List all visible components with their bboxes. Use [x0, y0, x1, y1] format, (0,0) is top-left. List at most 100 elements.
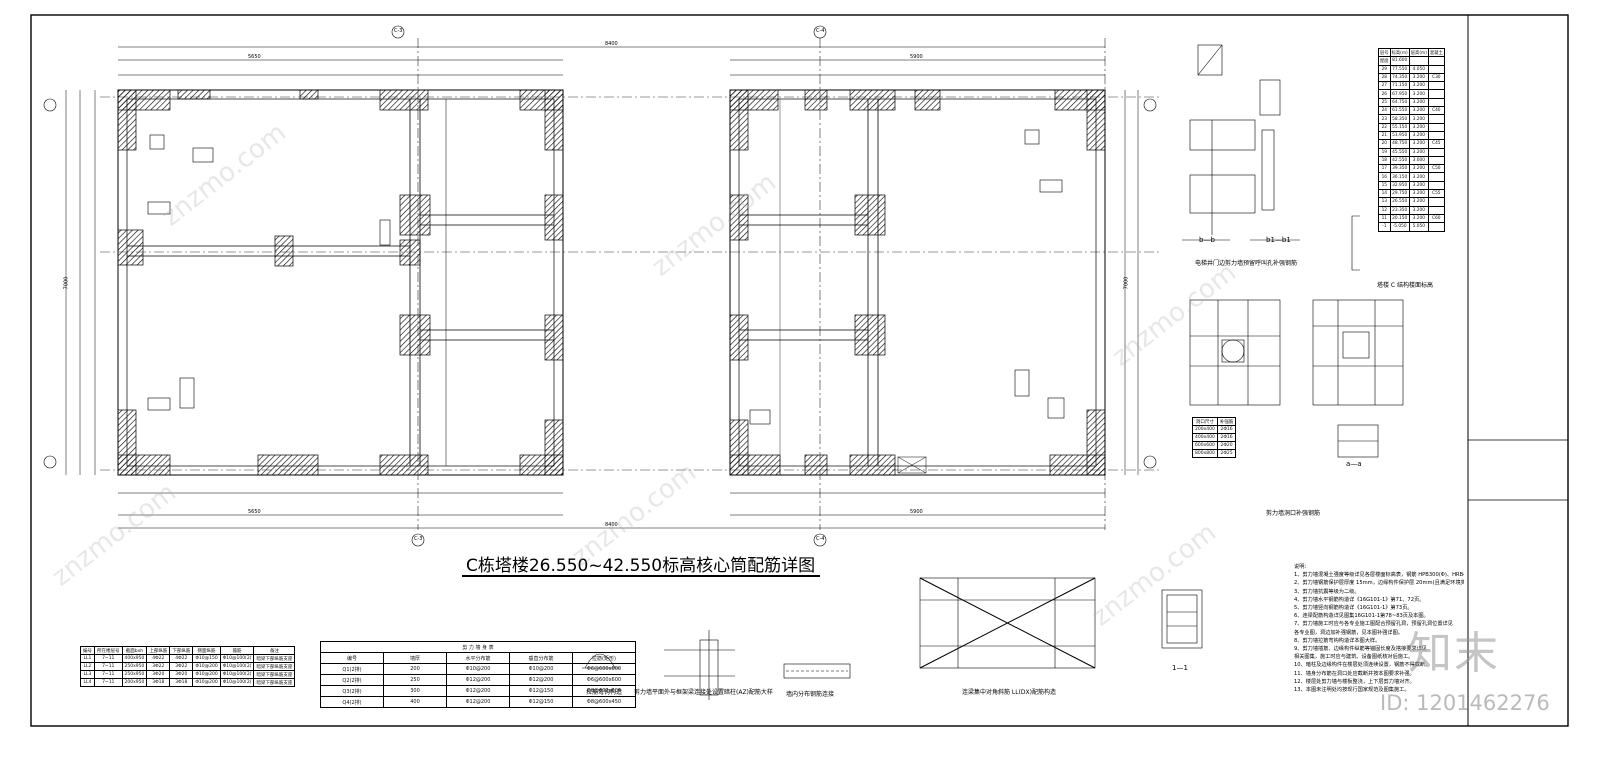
table-cell [1427, 180, 1445, 191]
wall-table-title: 剪 力 墙 身 表 [320, 641, 636, 653]
table-cell: 36.150 [1389, 172, 1410, 182]
axis-label-c4-bottom: C-4 [816, 536, 825, 542]
bottom-details [582, 577, 1203, 700]
note-line: 3、剪力墙抗震等级为二级。 [1294, 588, 1360, 595]
table-cell: 2Φ25 [1216, 449, 1237, 458]
table-cell: 77.550 [1389, 64, 1410, 74]
table-cell: 32.950 [1389, 180, 1410, 191]
table-cell: 19 [1378, 147, 1391, 157]
caption-az-detail: 剪力墙平面外与框架梁连接处设置暗柱(AZ)配筋大样 [634, 689, 773, 696]
note-line: 4、剪力墙水平钢筋构造详《16G101-1》第71、72页。 [1294, 596, 1425, 603]
table-cell: C30 [1427, 72, 1445, 83]
table-cell [1427, 172, 1445, 182]
table-cell: 3.000 [1408, 155, 1429, 166]
table-cell: Φ12@200 [509, 674, 573, 686]
axis-label-c4: C-4 [816, 28, 825, 34]
table-header-cell: 上部纵筋 [146, 646, 171, 655]
table-cell: 3Φ22 [169, 662, 194, 671]
table-cell [1427, 122, 1445, 132]
table-cell: 20.150 [1389, 213, 1410, 224]
table-cell: 13 [1378, 197, 1391, 207]
table-cell: 3Φ18 [169, 678, 194, 687]
note-line: 7、剪力墙施工时应与各专业施工图配合预留孔洞，预留孔洞位置详见 [1294, 621, 1453, 628]
table-header-cell: 标高(m) [1389, 47, 1410, 58]
table-cell: 4.050 [1408, 64, 1429, 74]
table-cell: 3.200 [1408, 147, 1429, 157]
table-cell: 23 [1378, 114, 1391, 124]
note-line: 5、剪力墙竖向钢筋构造详《16G101-1》第73页。 [1294, 605, 1413, 612]
table-cell: 200x400 [1192, 425, 1218, 434]
table-cell: Q1(2排) [320, 663, 384, 675]
table-cell: 300 [383, 685, 447, 697]
table-cell: 7~11 [94, 670, 123, 679]
table-row: Q2(2排) 250 Φ12@200 Φ12@200 Φ6@600x600 [320, 674, 636, 686]
table-cell: Q2(2排) [320, 674, 384, 686]
table-cell: 3.200 [1408, 189, 1429, 199]
table-cell: 3Φ18 [146, 678, 171, 687]
table-cell: 4Φ22 [146, 654, 171, 663]
table-cell: 2Φ20 [1216, 441, 1237, 450]
table-cell: Φ10@200 [446, 663, 510, 675]
boundary-elements-left [117, 89, 564, 476]
table-header-cell: 箍筋 [219, 646, 255, 655]
table-cell [1427, 114, 1445, 124]
table-header-cell: 编号 [80, 646, 95, 655]
table-cell: 24 [1378, 106, 1391, 116]
table-cell: LL3 [80, 670, 95, 679]
note-line: 6、连梁配筋构造详见图集16G101-1第78~83页及本图。 [1294, 613, 1429, 620]
table-header-cell: 层高(m) [1408, 47, 1429, 58]
table-cell: Q3(2排) [320, 685, 384, 697]
caption-floor-table: 塔楼 C 结构楼面标高 [1377, 282, 1434, 289]
table-cell: C45 [1427, 139, 1445, 149]
table-cell: 600x600 [1192, 441, 1218, 450]
table-cell: C60 [1427, 213, 1445, 224]
table-cell [1427, 222, 1445, 232]
table-header-cell: 截面bxh [121, 646, 148, 655]
table-cell: 800x800 [1192, 449, 1218, 458]
table-cell: 屋面 [1378, 56, 1391, 66]
note-line: 8、剪力墙拉筋弯钩构造详本图大样。 [1294, 637, 1381, 644]
watermark-logo: 知末 [1408, 628, 1500, 679]
table-cell: 26.550 [1389, 197, 1410, 207]
table-cell: 3Φ22 [146, 662, 171, 671]
table-cell: Φ12@200 [446, 685, 510, 697]
table-cell: C50 [1427, 164, 1445, 174]
axis-label-c3-bottom: C-3 [414, 536, 423, 542]
table-header-cell: 下部纵筋 [169, 646, 194, 655]
table-header-cell: 备注 [253, 646, 296, 655]
table-row: 层号 标高(m) 层高(m) 混凝土 [1378, 47, 1445, 58]
table-cell: LL1 [80, 654, 95, 663]
table-cell: LL4 [80, 678, 95, 687]
table-cell: 81.600 [1389, 56, 1410, 66]
table-cell: 28 [1378, 72, 1391, 83]
dim-total-height-right: 7000 [1123, 276, 1130, 290]
caption-wall-dist-bars: 墙内分布钢筋连接 [786, 691, 835, 698]
table-cell: 16 [1378, 172, 1391, 182]
table-cell: 250 [383, 674, 447, 686]
table-cell: 3Φ20 [146, 670, 171, 679]
table-cell: 4Φ22 [169, 654, 194, 663]
table-cell: 7~11 [94, 662, 123, 671]
table-cell: 3.200 [1408, 89, 1429, 99]
table-cell: Φ10@150 [192, 654, 221, 663]
table-header-cell: 补强筋 [1216, 417, 1237, 426]
table-cell: Φ8@600x450 [572, 696, 636, 708]
table-cell: Φ6@600x600 [572, 674, 636, 686]
table-cell: 400 [383, 696, 447, 708]
caption-section-1: 1—1 [1172, 664, 1188, 672]
table-cell: 暗梁下部纵筋支座 [253, 662, 296, 671]
table-cell: 3.200 [1408, 139, 1429, 149]
table-row: 编号 所在楼层号 截面bxh 上部纵筋 下部纵筋 侧面纵筋 箍筋 备注 [80, 646, 296, 655]
general-notes: 说明： 1、剪力墙混凝土强度等级详见各层楼面标高表，钢筋 HPB300(Φ)、H… [1294, 563, 1464, 694]
table-row: LL4 7~11 200x950 3Φ18 3Φ18 Φ10@200 Φ10@1… [80, 678, 296, 687]
